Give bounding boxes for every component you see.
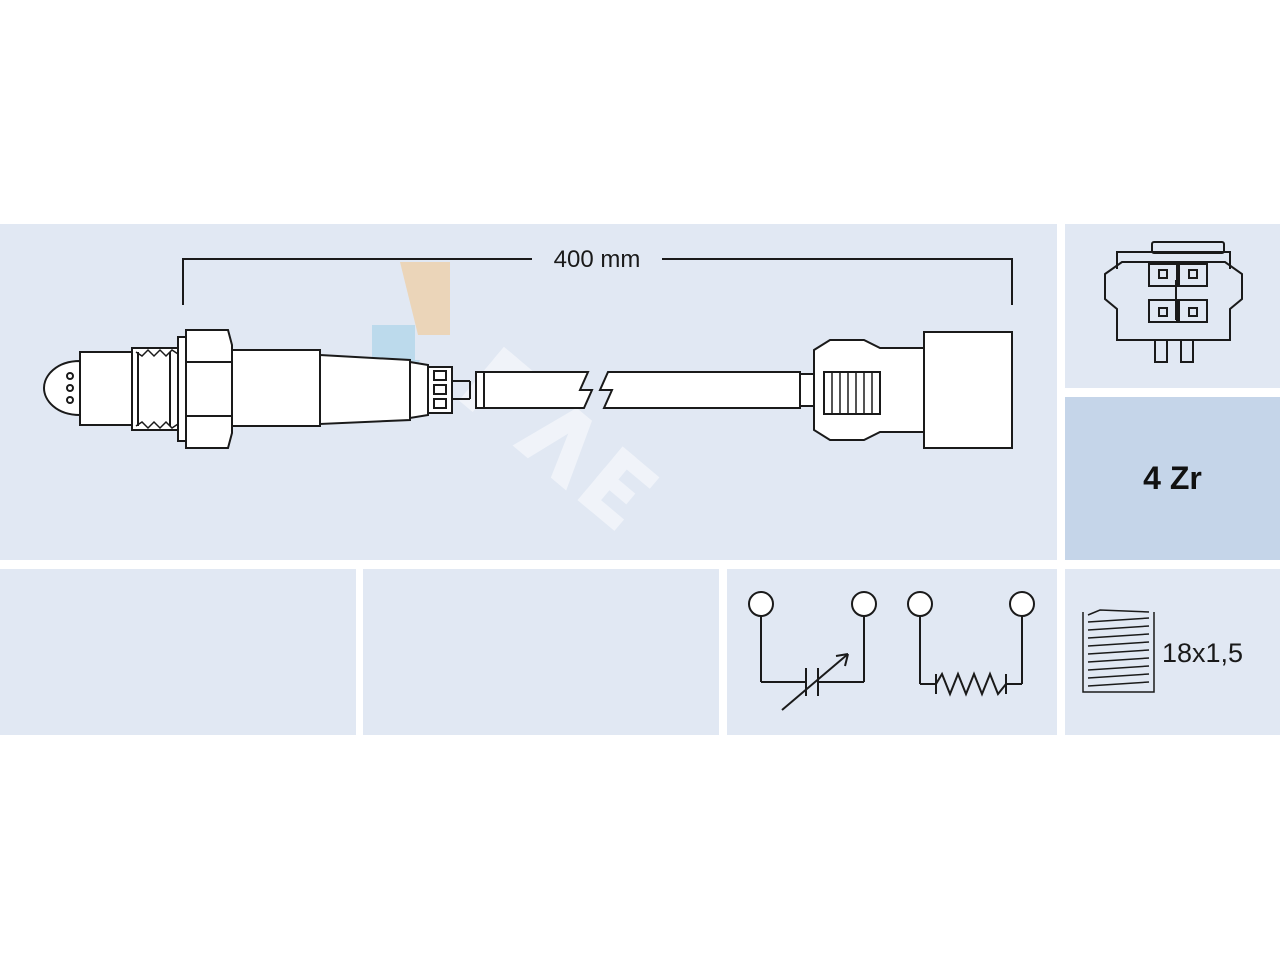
heater-circuit-icon (907, 591, 1035, 697)
thread-icon (1082, 609, 1155, 693)
thread-panel (1065, 569, 1280, 735)
connector-pinout-panel (1065, 224, 1280, 388)
sensor-type-panel: 4 Zr (1065, 397, 1280, 560)
connector-pinout-icon (1104, 241, 1243, 363)
thread-size-label: 18x1,5 (1162, 638, 1244, 668)
cable-length-label: 400 mm (532, 244, 662, 276)
wiring-diagram-panel (727, 569, 1057, 735)
empty-info-panel-1 (0, 569, 356, 735)
sensor-type-label: 4 Zr (1143, 460, 1202, 496)
empty-info-panel-2 (363, 569, 719, 735)
sensor-circuit-icon (748, 591, 877, 711)
